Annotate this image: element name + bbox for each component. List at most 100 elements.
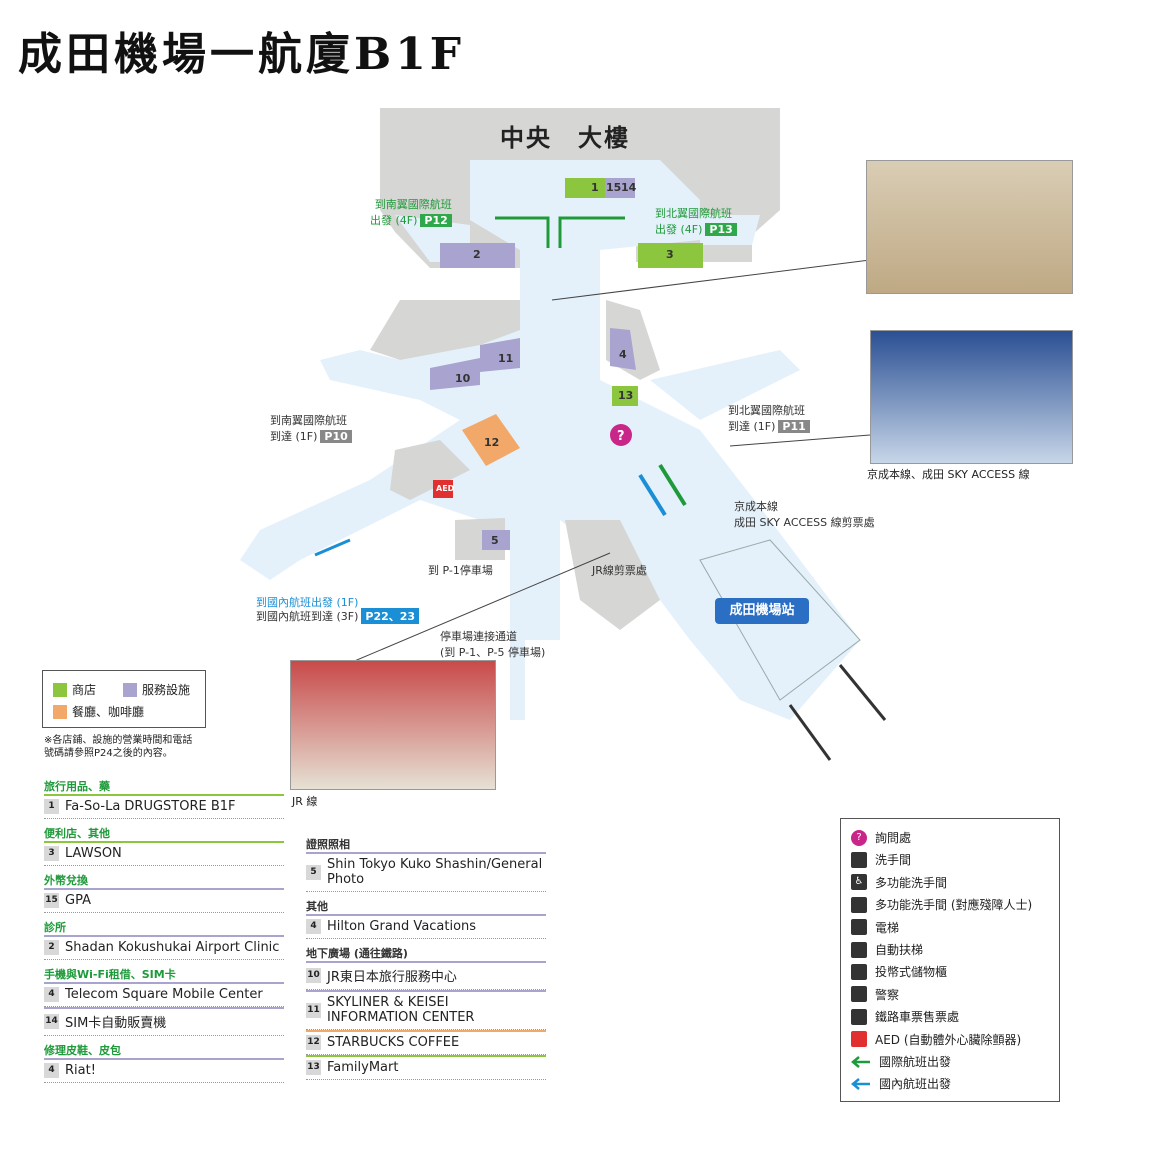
station-platform [699, 539, 861, 701]
symbol-label: 國際航班出發 [879, 1055, 952, 1069]
directory-item[interactable]: 13 FamilyMart [306, 1055, 546, 1080]
shop-1[interactable] [565, 178, 605, 198]
symbol-label: 警察 [875, 987, 900, 1002]
directory-item-number: 13 [306, 1060, 321, 1075]
symbol-legend: ?詢問處洗手間♿多功能洗手間多功能洗手間 (對應殘障人士)電梯自動扶梯投幣式儲物… [840, 818, 1060, 1102]
green-arrow-east [558, 216, 625, 248]
aed-label: AED [436, 484, 455, 493]
directory-category: 地下廣場 (通往鐵路) [306, 947, 408, 960]
symbol-row: 鐵路車票售票處 [851, 1008, 959, 1025]
legend-dining-swatch [53, 704, 67, 719]
symbol-label: 電梯 [875, 920, 900, 935]
blue-arrow-domestic [314, 538, 351, 557]
symbol-label: 多功能洗手間 [875, 875, 948, 890]
legend-dining-label: 餐廳、咖啡廳 [72, 705, 145, 719]
rail-track-2 [838, 664, 887, 721]
room-label-14: 14 [621, 181, 637, 194]
service-11[interactable] [480, 338, 520, 372]
south-intl-departure-label: 到南翼國際航班 出發 (4F)P12 [370, 198, 452, 227]
directory-item-number: 12 [306, 1035, 321, 1050]
parking-passage-label: 停車場連接通道 (到 P-1、P-5 停車場) [440, 630, 546, 659]
legend-shop-label: 商店 [72, 683, 97, 697]
shop-13[interactable] [612, 386, 638, 406]
escalator-icon [851, 941, 867, 958]
shop-3[interactable] [638, 243, 703, 268]
hours-note: ※各店鋪、設施的營業時間和電話 號碼請參照P24之後的內容。 [44, 735, 193, 759]
aed-icon [433, 480, 453, 498]
tag-p12: P12 [420, 214, 452, 227]
photo-keisei-caption: 京成本線、成田 SKY ACCESS 線 [867, 468, 1030, 481]
service-4[interactable] [610, 328, 636, 370]
directory-category: 診所 [44, 921, 66, 934]
photo-jr [290, 660, 496, 790]
keisei-gate-label: 京成本線 成田 SKY ACCESS 線剪票處 [734, 500, 875, 529]
directory-item[interactable]: 3 LAWSON [44, 841, 284, 866]
room-label-3: 3 [666, 248, 674, 261]
symbol-label: 多功能洗手間 (對應殘障人士) [875, 898, 1033, 913]
north-corridor [650, 350, 800, 420]
page-title: 成田機場一航廈B1F [18, 29, 466, 80]
symbol-row: 電梯 [851, 919, 899, 936]
symbol-label: 投幣式儲物櫃 [875, 965, 948, 980]
info-icon-glyph: ? [617, 429, 625, 444]
directory-item[interactable]: 2 Shadan Kokushukai Airport Clinic [44, 935, 284, 960]
symbol-row: ♿多功能洗手間 [851, 874, 947, 891]
directory-item-number: 11 [306, 1002, 321, 1018]
north-intl-departure-label: 到北翼國際航班 出發 (4F)P13 [655, 205, 737, 237]
directory-item-number: 10 [306, 968, 321, 983]
green-arrow-station [658, 463, 687, 507]
dining-12[interactable] [462, 414, 520, 466]
leader-line-3 [344, 552, 611, 666]
directory-item[interactable]: 12 STARBUCKS COFFEE [306, 1030, 546, 1055]
leader-line-1 [551, 259, 871, 301]
symbol-label: 洗手間 [875, 853, 912, 868]
legend-dining: 餐廳、咖啡廳 [53, 703, 144, 720]
directory-item-number: 3 [44, 846, 59, 861]
service-5[interactable] [482, 530, 510, 550]
directory-item-number: 2 [44, 940, 59, 955]
symbol-row: 洗手間 [851, 851, 911, 868]
info-icon[interactable] [610, 424, 632, 446]
room-label-13: 13 [618, 389, 634, 402]
room-label-15: 15 [606, 181, 622, 194]
photo-jr-caption: JR 線 [292, 795, 318, 808]
tag-p10: P10 [320, 430, 352, 443]
directory-item-name: GPA [65, 893, 91, 908]
directory-item-name: FamilyMart [327, 1060, 399, 1075]
north-intl-arrival-label: 到北翼國際航班 到達 (1F)P11 [728, 402, 810, 434]
directory-category: 旅行用品、藥 [44, 780, 110, 793]
color-legend: 商店 服務設施 餐廳、咖啡廳 [42, 670, 206, 728]
building-label: 中央 大樓 [500, 124, 630, 152]
room-label-1: 1 [591, 181, 599, 194]
directory-item-name: Fa-So-La DRUGSTORE B1F [65, 799, 236, 814]
directory-category: 修理皮鞋、皮包 [44, 1044, 121, 1057]
restroom-icon [851, 851, 867, 868]
directory-category: 手機與Wi-Fi租借、SIM卡 [44, 968, 176, 981]
directory-category: 外幣兌換 [44, 874, 88, 887]
grey-block-restroom [390, 440, 470, 500]
symbol-label: 自動扶梯 [875, 943, 924, 957]
tag-p13: P13 [705, 223, 737, 236]
symbol-label: 鐵路車票售票處 [875, 1010, 960, 1025]
directory-item-name: Shadan Kokushukai Airport Clinic [65, 940, 280, 955]
green-arrow-icon [851, 1054, 871, 1070]
service-15-14[interactable] [605, 178, 635, 198]
directory-item-name: LAWSON [65, 846, 122, 861]
train-ticket-icon [851, 1008, 867, 1025]
room-label-11: 11 [498, 352, 514, 365]
directory-item-name: JR東日本旅行服務中心 [327, 970, 457, 985]
service-10[interactable] [430, 358, 480, 390]
service-2[interactable] [440, 243, 515, 268]
directory-item[interactable]: 10 JR東日本旅行服務中心 [306, 961, 546, 990]
directory-item-name: STARBUCKS COFFEE [327, 1035, 460, 1050]
